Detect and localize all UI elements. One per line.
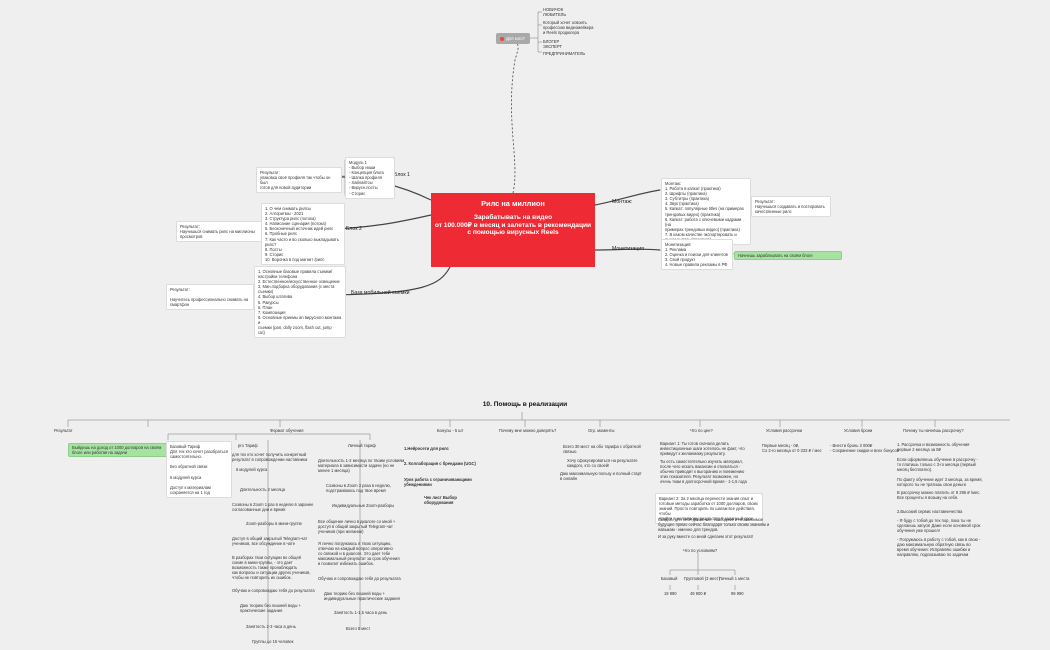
personal-item: Длительность 1-2 месяца по твоим условия… (318, 458, 405, 474)
why-item: - Я буду с тобой до тех пор, пока ты не … (897, 518, 981, 534)
pro-item: В разборах твои ситуации во общей схеме … (232, 555, 311, 581)
mobile-label[interactable]: База мобильной съемки (351, 290, 410, 296)
personal-item: Занятость 1-1,5 часа в день (334, 610, 388, 615)
what-cost-heading: Что по условиям? (683, 548, 718, 553)
personal-item: Обучаю и сопровождаю тебя до результата (318, 576, 401, 581)
format-heading: Формат обучения (270, 428, 304, 433)
montage-result: Результат: Научишься создавать и постиро… (751, 196, 831, 218)
personal-item: Даю теорию без лишней воды + индивидуаль… (324, 591, 400, 602)
cost-price: 49 900 ₽ (690, 591, 707, 596)
limit-item: Всего 30 мест на обо тарифа с обратной с… (563, 444, 641, 455)
pro-item: Даю теорию без лишней воды + практически… (240, 603, 302, 614)
who-node[interactable]: Для кого? (496, 33, 530, 44)
pro-item: Zoom-разборы в мини-группе (246, 521, 302, 526)
result-text: Выйдешь на доход от 1000 долларов на сво… (68, 443, 172, 458)
what-item: И за руку вместе со мной сделаем этот ре… (658, 534, 754, 539)
what-item: Вариант 2: За 2 месяца перенести знания … (655, 493, 763, 525)
tariff-personal-heading: Личный тариф (348, 443, 376, 448)
bonus-item: Урок работа с ограничивающими убеждениям… (404, 477, 472, 488)
why-heading: Почему ты начнёшь рассрочку? (903, 428, 964, 433)
block1-content: Модуль 1 - Выбор ниши - Концепция блога … (345, 157, 395, 199)
what-item: Ты есть самостоятельно изучать материал,… (660, 459, 747, 485)
limit-heading: Огр. моменты (588, 428, 615, 433)
bonus-heading: Бонусы - 5 шт (437, 428, 464, 433)
what-heading: Что по цен? (690, 428, 713, 433)
pro-item: Созвоны в Zoom 1 раз в неделю в заранее … (232, 502, 314, 513)
what-item: Создать для себя движение, свободное и н… (658, 517, 770, 533)
installment-heading: Условия рассрочки (766, 428, 803, 433)
bonus-item: 2. Коллаборация с брендами (UGC) (404, 461, 476, 466)
monet-label[interactable]: Монетизация (612, 246, 645, 252)
why-item: 2.Высокий сервис наставничества (897, 509, 963, 514)
bonus-item: Чек лист Выбор оборудования (424, 495, 457, 506)
why-item: 1. Рассрочка и возможность обучения перв… (897, 442, 970, 453)
pro-item: для тех кто хочет получить конкретный ре… (232, 452, 308, 463)
limit-item: Даю максимальную пользу и полный старт в… (560, 471, 642, 482)
cost-name: Групповой (3 мест) (684, 576, 720, 581)
who-item: НОВИЧОК ЛЮБИТЕЛЬ (543, 7, 567, 18)
record-icon (500, 36, 504, 41)
bonus-item: 1.Нейросети для рилс (404, 446, 449, 451)
branch-who (511, 43, 519, 194)
why-item: - Погружаюсь в работу с тобой, как в сво… (897, 537, 981, 558)
block2-result: Результат: Научишься снимать рилс на мил… (176, 221, 262, 243)
block1-result: Результат: упаковка своё профиля так что… (256, 167, 342, 194)
what-item: Вариант 1: Ты готов сначала делать инвес… (660, 441, 745, 457)
personal-item: Я лично погружаюсь в твою ситуацию, отве… (318, 541, 400, 567)
pro-item: Занятость 2-3 часа в день (246, 624, 296, 629)
pro-item: Обучаю и сопровождаю тебя до результата (232, 588, 315, 593)
book-heading: Условия брони (844, 428, 873, 433)
cost-name: Личный 1 места (719, 576, 750, 581)
pro-item: Доступ в общий закрытый Telegram-чат уче… (232, 536, 308, 547)
cost-name: Базовый (661, 576, 678, 581)
pro-item: 6 модулей курса (236, 467, 268, 472)
who-item: Который хочет освоить профессию видеомей… (543, 20, 594, 36)
tariff-basic: Базовый Тариф Для тех кто хочет разобрат… (166, 441, 232, 498)
personal-item: Все общение лично в диалоге со мной + до… (318, 519, 396, 535)
mobile-result: Результат: Научитесь профессионально сни… (166, 284, 254, 311)
personal-item: Всего 5 мест (346, 626, 371, 631)
pro-item: Группы до 15 человек (252, 639, 294, 644)
central-title: Рилс на миллион (481, 199, 545, 208)
block2-label[interactable]: Блок 2 (346, 226, 362, 232)
montage-label[interactable]: Монтаж: (612, 199, 633, 205)
limit-item: Хочу сфокусироваться на результате каждо… (567, 458, 638, 469)
result-heading: Результат (54, 428, 73, 433)
who-item: ПРЕДПРИНИМАТЕЛЬ (543, 51, 586, 56)
mobile-content: 1. Основные базовые правила съемки/ наст… (254, 266, 346, 339)
tariff-pro-heading: pro Тариф (238, 443, 258, 448)
montage-content: Монтаж: 1. Работа в капкат (практика) 2.… (661, 178, 751, 246)
who-label: Для кого? (506, 36, 526, 41)
personal-item: Созвоны в Zoom 3 раза в неделю, подстраи… (326, 483, 391, 494)
why-item: Если оформляешь обучение в рассрочку - т… (897, 457, 978, 473)
branch-montage (594, 189, 661, 206)
installment-text: Первые месяц - 0₽, Со 2-го месяца от 0 3… (762, 443, 822, 454)
block1-label[interactable]: Блок 1 (394, 172, 410, 178)
monet-result: Начнешь зарабатывать на своём блоге (734, 251, 842, 261)
cost-price: 19 990 (664, 591, 677, 596)
pro-item: Длительность 2 месяца (240, 487, 286, 492)
monet-content: Монетизация: 1. Реклама 2. Оценка и поис… (661, 239, 733, 271)
trust-heading: Почему мне можно доверять? (499, 428, 557, 433)
branch-monet (594, 248, 661, 251)
central-subtitle: Зарабатывать на видео от 100.000₽ в меся… (434, 214, 592, 237)
central-topic[interactable]: Рилс на миллион Зарабатывать на видео от… (431, 193, 595, 267)
personal-item: Индивидуальные Zoom-разборы (332, 503, 395, 508)
who-item: БЛОГЕР ЭКСПЕРТ (543, 39, 562, 50)
help-title[interactable]: 10. Помощь в реализации (482, 401, 568, 408)
cost-price: 99 990 (731, 591, 744, 596)
why-item: По факту обучение идет 3 месяца, за врем… (897, 477, 983, 488)
branch-mobile (329, 266, 451, 296)
block2-content: 1. О чем снимать рилсы 2. Алгоритмы - 20… (261, 203, 345, 266)
why-item: В рассрочку можно платить от 8 395 ₽ /ме… (897, 490, 981, 501)
book-text: - Внести бронь 3 000₽ - Сохранение скидк… (830, 443, 899, 454)
